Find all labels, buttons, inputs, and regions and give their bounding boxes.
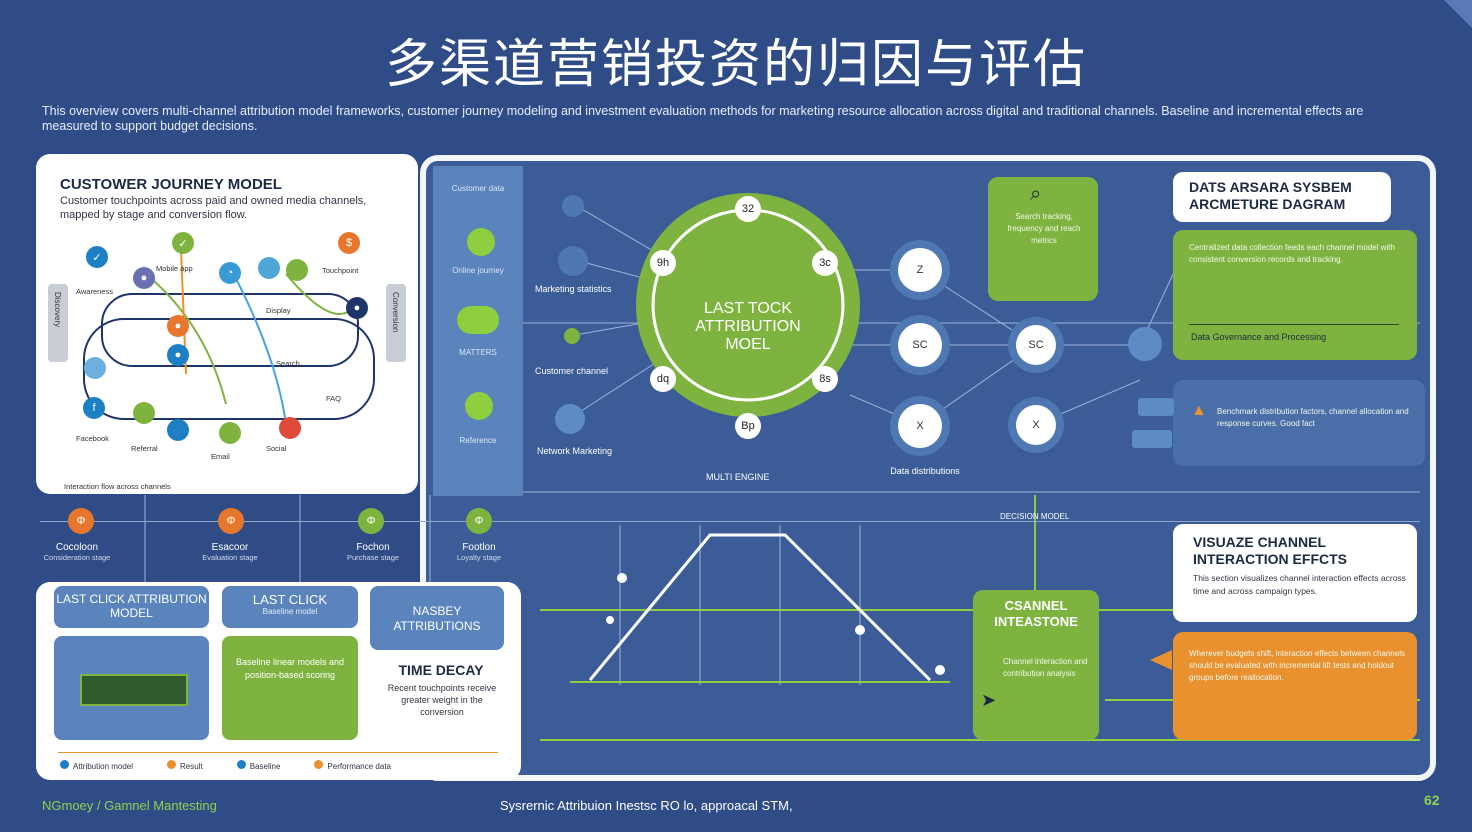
ring-node: dq — [650, 366, 676, 392]
page-number: 62 — [1424, 792, 1440, 808]
touchpoint-node-icon — [219, 422, 241, 444]
ring-node: 8s — [812, 366, 838, 392]
gauge-icon — [1128, 327, 1162, 361]
flow-node: X — [898, 404, 942, 448]
touchpoint-node-icon — [167, 419, 189, 441]
facebook-icon: f — [83, 397, 105, 419]
touchpoint-node-icon — [279, 417, 301, 439]
ring-node: 32 — [735, 196, 761, 222]
data-system-title-card: DATS ARSARA SYSBEM ARCMETURE DAGRAM — [1173, 172, 1391, 222]
touchpoint-node-icon: ● — [167, 344, 189, 366]
stage-icon: Φ — [466, 508, 492, 534]
info-icon — [562, 195, 584, 217]
orange-notes-card: Wherever budgets shift, interaction effe… — [1173, 632, 1417, 740]
stage-icon: Φ — [218, 508, 244, 534]
ring-node: Bp — [735, 413, 761, 439]
touchpoint-node-icon — [258, 257, 280, 279]
attribution-model-title: LAST TOCK ATTRIBUTION MOEL — [695, 300, 801, 353]
flow-node: X — [1016, 405, 1056, 445]
cursor-icon: ➤ — [981, 690, 997, 710]
dashboard-icon — [80, 674, 188, 706]
flow-node: SC — [898, 323, 942, 367]
side-tab-right: Conversion — [386, 284, 406, 362]
ring-node: 3c — [812, 250, 838, 276]
cloud-icon — [457, 306, 499, 334]
stage-icon: Φ — [68, 508, 94, 534]
search-icon: ⌕ — [1030, 183, 1042, 205]
alert-icon: ▲ — [1191, 402, 1207, 419]
touchpoint-node-icon: ● — [346, 297, 368, 319]
models-legend: Attribution model Result Baseline Perfor… — [60, 760, 391, 771]
ring-node: 9h — [650, 250, 676, 276]
channel-interaction-card: CSANNEL INTEASTONE Channel interaction a… — [973, 590, 1099, 740]
touchpoint-node-icon — [133, 402, 155, 424]
last-click-baseline-box: LAST CLICK Baseline model — [222, 586, 358, 628]
stage-icon: Φ — [358, 508, 384, 534]
attribution-models-card: LAST CLICK ATTRIBUTION MODEL LAST CLICK … — [36, 582, 521, 780]
journey-paths — [83, 248, 375, 425]
touchpoint-node-icon: ✓ — [86, 246, 108, 268]
data-node-icon — [467, 228, 495, 256]
nasbey-model-box: NASBEY ATTRIBUTIONS — [370, 586, 504, 650]
pin-icon — [564, 328, 580, 344]
data-node-icon — [465, 392, 493, 420]
server-icon — [1132, 430, 1172, 448]
touchpoint-node-icon — [84, 357, 106, 379]
linear-model-box: Baseline linear models and position-base… — [222, 636, 358, 740]
orange-pointer — [1150, 650, 1172, 670]
dashboard-image-box — [54, 636, 209, 740]
touchpoint-node-icon: $ — [338, 232, 360, 254]
server-icon — [1138, 398, 1174, 416]
page-title: 多渠道营销投资的归因与评估 — [384, 35, 1087, 95]
attribution-curve — [570, 525, 950, 685]
touchpoint-node-icon: ● — [167, 315, 189, 337]
timeline-line — [40, 521, 1420, 522]
footer-center: Sysrernic Attribuion Inestsc RO lo, appr… — [500, 798, 793, 813]
side-tab-left: Discovery — [48, 284, 68, 362]
touchpoint-node-icon: ● — [133, 267, 155, 289]
flow-node: SC — [1016, 325, 1056, 365]
benchmark-info-box: ▲ Benchmark distribution factors, channe… — [1173, 380, 1425, 466]
customer-journey-description: Customer touchpoints across paid and own… — [60, 195, 367, 221]
data-system-body-card: Centralized data collection feeds each c… — [1173, 230, 1417, 360]
page-subtitle: This overview covers multi-channel attri… — [42, 104, 1364, 133]
customer-journey-title: CUSTOWER JOURNEY MODEL — [60, 176, 282, 193]
globe-icon — [558, 246, 588, 276]
last-click-model-box: LAST CLICK ATTRIBUTION MODEL — [54, 586, 209, 628]
touchpoint-node-icon: ◔ — [219, 262, 241, 284]
search-metrics-card: ⌕ Search tracking, frequency and reach m… — [988, 177, 1098, 301]
visualize-channel-card: VISUAZE CHANNEL INTERACTION EFFCTS This … — [1173, 524, 1417, 622]
corner-decoration — [1444, 0, 1472, 28]
drop-icon — [555, 404, 585, 434]
touchpoint-node-icon: ✓ — [172, 232, 194, 254]
touchpoint-node-icon — [286, 259, 308, 281]
flow-node: Z — [898, 248, 942, 292]
footer-left: NGmoey / Gamnel Mantesting — [42, 798, 217, 813]
customer-journey-card: CUSTOWER JOURNEY MODEL Customer touchpoi… — [36, 154, 418, 494]
data-source-column: Customer data Online journey MATTERS Ref… — [433, 166, 523, 496]
